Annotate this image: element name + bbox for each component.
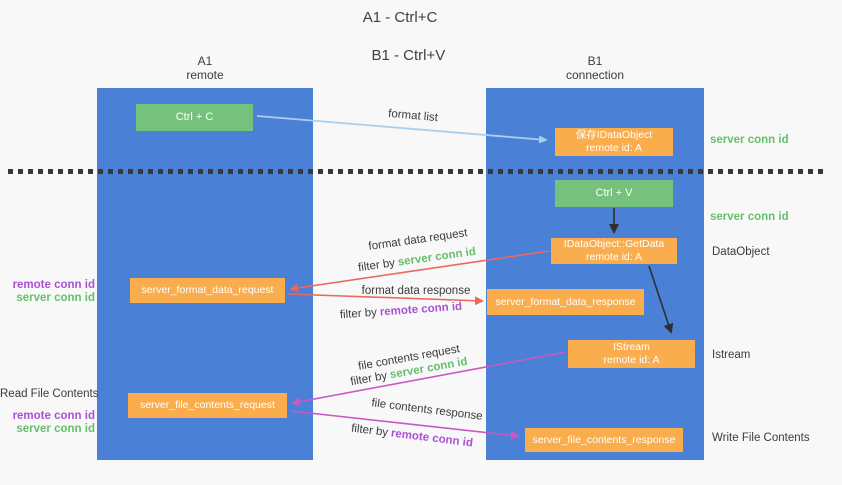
filter-by-text-3: filter by xyxy=(349,369,389,389)
node-save-idataobject-line1: 保存IDataObject xyxy=(575,129,653,141)
node-ctrl-v: Ctrl + V xyxy=(555,180,673,207)
node-server-file-contents-request-label: server_file_contents_request xyxy=(140,399,275,411)
filter-by-text-2: filter by xyxy=(339,306,378,322)
diagram-title: A1 - Ctrl+C B1 - Ctrl+V xyxy=(355,8,446,84)
title-line-2: B1 - Ctrl+V xyxy=(371,47,446,64)
left-remote-conn-id-label-2: remote conn id xyxy=(12,410,95,422)
filter-key-remote-conn-id-1: remote conn id xyxy=(379,300,463,319)
lane-header-b1: B1 connection xyxy=(566,54,624,82)
file-contents-response-label: file contents response xyxy=(370,397,484,423)
right-server-conn-id-label-1: server conn id xyxy=(710,134,789,146)
dataobject-label: DataObject xyxy=(712,246,770,258)
node-getdata-line1: IDataObject::GetData xyxy=(563,238,665,250)
node-idataobject-getdata: IDataObject::GetData remote id: A xyxy=(551,238,677,264)
filter-key-server-conn-id-1: server conn id xyxy=(397,245,477,269)
node-server-file-contents-request: server_file_contents_request xyxy=(128,393,287,418)
format-data-response-label: format data response xyxy=(361,285,471,297)
write-file-contents-label: Write File Contents xyxy=(712,432,810,444)
lane-b1-name: B1 xyxy=(587,54,603,68)
lane-a1-role: remote xyxy=(186,68,224,82)
node-server-format-data-response-label: server_format_data_response xyxy=(495,295,636,308)
read-file-contents-label: Read File Contents xyxy=(0,388,99,400)
lane-a1-name: A1 xyxy=(197,54,213,68)
node-ctrl-c: Ctrl + C xyxy=(136,104,253,131)
format-list-label: format list xyxy=(387,107,439,125)
filter-by-text-4: filter by xyxy=(350,422,389,440)
istream-label: Istream xyxy=(712,349,751,361)
node-istream: IStream remote id: A xyxy=(568,340,695,368)
node-ctrl-c-label: Ctrl + C xyxy=(175,111,214,123)
left-server-conn-id-label-2: server conn id xyxy=(16,423,95,435)
node-server-format-data-response: server_format_data_response xyxy=(487,289,644,315)
node-ctrl-v-label: Ctrl + V xyxy=(595,187,633,199)
left-server-conn-id-label-1: server conn id xyxy=(16,292,95,304)
phase-separator-dotted-line xyxy=(8,169,826,174)
node-getdata-line2: remote id: A xyxy=(585,251,643,263)
title-line-1: A1 - Ctrl+C xyxy=(362,9,438,26)
node-istream-line2: remote id: A xyxy=(603,354,660,366)
left-remote-conn-id-label-1: remote conn id xyxy=(12,279,95,291)
node-istream-line1: IStream xyxy=(613,341,650,353)
lane-b1-role: connection xyxy=(565,68,625,82)
node-server-format-data-request-label: server_format_data_request xyxy=(141,284,274,296)
lane-header-a1: A1 remote xyxy=(186,54,223,82)
node-server-file-contents-response-label: server_file_contents_response xyxy=(532,433,676,446)
node-save-idataobject: 保存IDataObject remote id: A xyxy=(555,128,673,156)
right-server-conn-id-label-2: server conn id xyxy=(710,211,789,223)
node-server-format-data-request: server_format_data_request xyxy=(130,278,285,303)
filter-by-text-1: filter by xyxy=(357,257,396,275)
node-save-idataobject-line2: remote id: A xyxy=(585,142,643,154)
node-server-file-contents-response: server_file_contents_response xyxy=(525,428,683,452)
filter-key-remote-conn-id-2: remote conn id xyxy=(390,427,474,450)
